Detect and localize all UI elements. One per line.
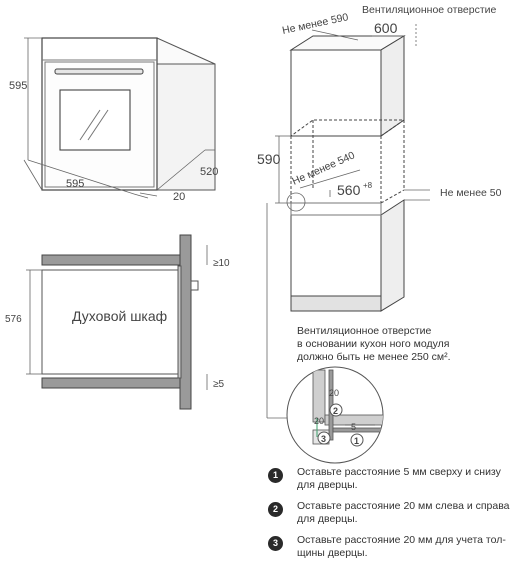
cabinet-dimensions (266, 24, 430, 419)
detail-marker-1-text: 1 (354, 436, 359, 446)
oven-offset-label: 20 (173, 191, 185, 203)
detail-marker-3-text: 3 (321, 434, 326, 444)
step-text: Оставьте расстояние 20 мм слева и справа… (297, 500, 510, 525)
detail-marker-3: 3 (317, 431, 331, 445)
min-gap-label: Не менее 50 (440, 187, 502, 199)
step-text: Оставьте расстояние 20 мм для учета тол-… (297, 534, 506, 559)
cabinet-view (289, 35, 406, 312)
detail-5: 5 (351, 422, 356, 432)
niche-width-label: 560 (337, 182, 361, 198)
detail-marker-2: 2 (329, 403, 343, 417)
step-text: Оставьте расстояние 5 мм сверху и снизу … (297, 466, 501, 491)
instruction-step: 2 Оставьте расстояние 20 мм слева и спра… (268, 500, 518, 534)
instruction-step: 3 Оставьте расстояние 20 мм для учета то… (268, 534, 518, 568)
oven-name-label: Духовой шкаф (72, 308, 167, 324)
oven-width-label: 595 (66, 178, 84, 190)
oven-front-view (41, 37, 216, 191)
instruction-list: 1 Оставьте расстояние 5 мм сверху и сниз… (268, 466, 518, 568)
min-depth-top-label: Не менее 590 (281, 11, 349, 37)
side-section-dimensions (26, 245, 208, 390)
cabinet-width-label: 600 (374, 20, 398, 36)
detail-marker-2-text: 2 (333, 406, 338, 416)
detail-20-left: 20 (314, 416, 324, 426)
vent-note-line: должно быть не менее 250 см². (297, 351, 451, 363)
step-number-badge: 1 (268, 468, 283, 483)
side-section-view (41, 234, 199, 410)
niche-height-label: 590 (257, 151, 281, 167)
instruction-step: 1 Оставьте расстояние 5 мм сверху и сниз… (268, 466, 518, 500)
niche-width-tolerance: +8 (363, 181, 373, 190)
vent-top-label: Вентиляционное отверстие (362, 4, 497, 16)
section-top-gap-label: ≥10 (213, 258, 230, 269)
detail-20-top: 20 (329, 388, 339, 398)
detail-marker-1: 1 (350, 433, 364, 447)
vent-note-line: в основании кухон ного модуля (297, 338, 450, 350)
step-number-badge: 2 (268, 502, 283, 517)
oven-front-dimensions (23, 37, 215, 199)
oven-depth-label: 520 (200, 166, 218, 178)
vent-note: Вентиляционное отверстие в основании кух… (297, 325, 451, 364)
section-height-label: 576 (5, 314, 22, 325)
step-number-badge: 3 (268, 536, 283, 551)
section-bottom-gap-label: ≥5 (213, 379, 224, 390)
vent-note-line: Вентиляционное отверстие (297, 325, 432, 337)
oven-height-label: 595 (9, 80, 27, 92)
